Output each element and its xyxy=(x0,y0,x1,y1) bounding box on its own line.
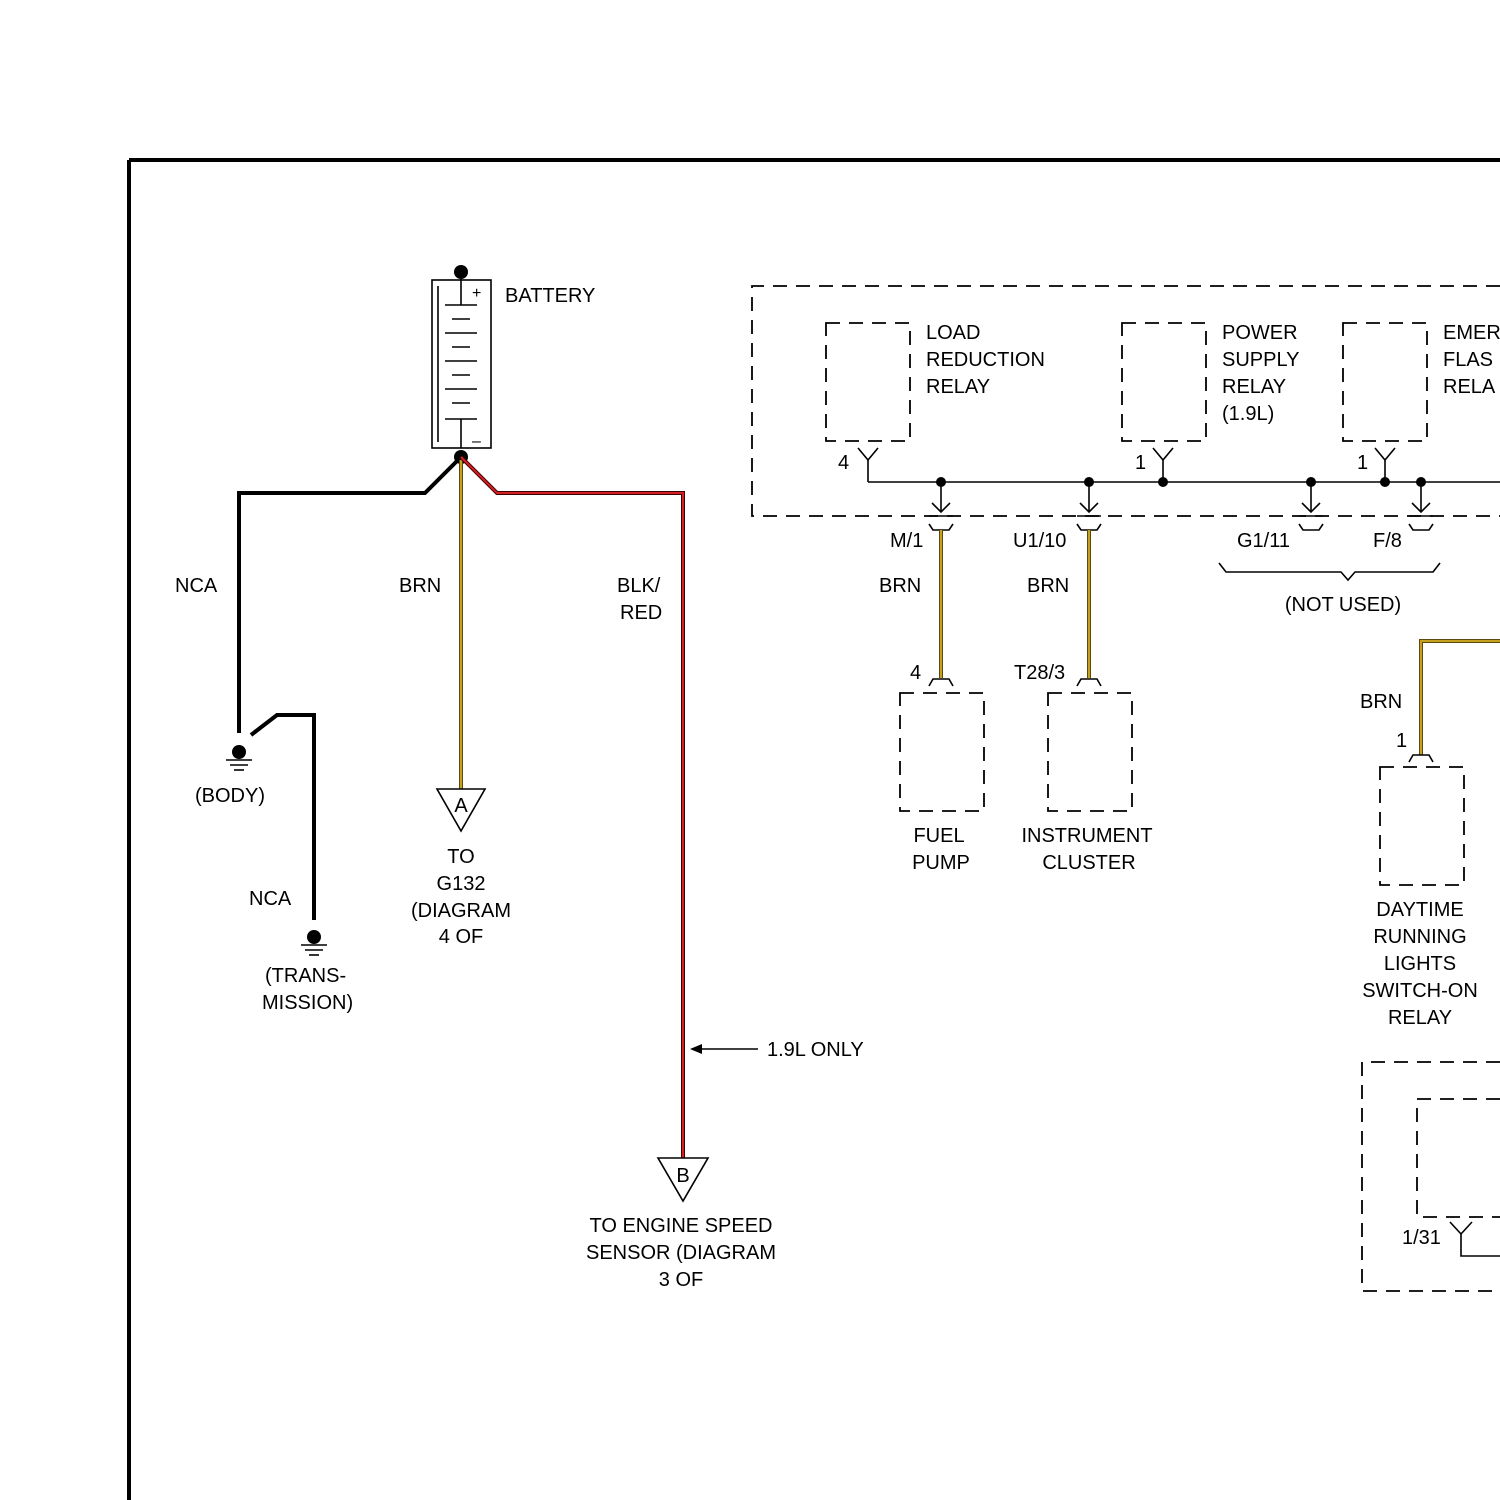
bottom-module-terminal xyxy=(1450,1222,1500,1256)
bottom-module-inner-box xyxy=(1417,1099,1500,1217)
connector-a-letter: A xyxy=(454,795,468,817)
drl-relay-label-4: SWITCH-ON xyxy=(1362,980,1478,1002)
bottom-module-pin: 1/31 xyxy=(1402,1227,1441,1249)
battery-symbol: + – xyxy=(432,265,491,450)
terminal-g1-11-label: G1/11 xyxy=(1237,530,1290,552)
power-supply-relay-terminal xyxy=(1153,448,1173,487)
connector-a-text-1: TO xyxy=(447,846,474,868)
fuel-pump-label-1: FUEL xyxy=(913,825,964,847)
fuel-pump-pin: 4 xyxy=(910,662,921,684)
emergency-flasher-relay-box xyxy=(1343,323,1427,441)
connector-b-text-3: 3 OF xyxy=(659,1269,703,1291)
brn-wire-drl-relay xyxy=(1421,641,1500,755)
drl-relay-label-1: DAYTIME xyxy=(1376,899,1463,921)
ground-transmission-label-line-1: (TRANS- xyxy=(265,965,346,987)
connector-b-text-1: TO ENGINE SPEED xyxy=(589,1215,772,1237)
drl-relay-pin: 1 xyxy=(1396,730,1407,752)
emergency-flasher-relay-label-1: EMER xyxy=(1443,322,1500,344)
ground-symbol-body xyxy=(226,745,252,770)
terminal-m1-label: M/1 xyxy=(890,530,923,552)
power-supply-relay-label-1: POWER xyxy=(1222,322,1298,344)
terminal-u1-10-connector xyxy=(1077,477,1101,530)
not-used-label: (NOT USED) xyxy=(1285,594,1401,616)
load-reduction-relay-label-3: RELAY xyxy=(926,376,990,398)
connector-b-letter: B xyxy=(676,1165,689,1187)
not-used-bracket xyxy=(1219,563,1440,580)
battery-plus-sign: + xyxy=(472,285,481,302)
blk-red-wire-color-line-1: BLK/ xyxy=(617,575,661,597)
terminal-u1-10-label: U1/10 xyxy=(1013,530,1066,552)
blk-red-wire-to-engine-speed-sensor xyxy=(461,457,683,1160)
drl-relay-box xyxy=(1380,767,1464,885)
emergency-flasher-relay-label-3: RELA xyxy=(1443,376,1496,398)
arrow-icon xyxy=(690,1044,758,1054)
brn-wire-to-g132-color: BRN xyxy=(399,575,441,597)
drl-relay-label-2: RUNNING xyxy=(1373,926,1466,948)
load-reduction-relay-box xyxy=(826,323,910,441)
emergency-flasher-relay-label-2: FLAS xyxy=(1443,349,1493,371)
battery-label: BATTERY xyxy=(505,285,595,307)
instrument-cluster-label-1: INSTRUMENT xyxy=(1021,825,1152,847)
ground-wire-body-color: NCA xyxy=(175,575,218,597)
ground-symbol-transmission xyxy=(301,930,327,955)
brn-wire-instrument-cluster-color: BRN xyxy=(1027,575,1069,597)
ground-transmission-label-line-2: MISSION) xyxy=(262,992,353,1014)
terminal-f8-connector xyxy=(1409,477,1433,530)
power-supply-relay-label-4: (1.9L) xyxy=(1222,403,1274,425)
blk-red-wire-color-line-2: RED xyxy=(620,602,662,624)
terminal-f8-label: F/8 xyxy=(1373,530,1402,552)
connector-a-text-4: 4 OF xyxy=(439,926,483,948)
load-reduction-relay-pin: 4 xyxy=(838,452,849,474)
connector-a-text-3: (DIAGRAM xyxy=(411,900,511,922)
drl-relay-label-3: LIGHTS xyxy=(1384,953,1456,975)
ground-body-label: (BODY) xyxy=(195,785,265,807)
terminal-m1-connector xyxy=(929,477,953,530)
instrument-cluster-terminal xyxy=(1077,679,1101,686)
load-reduction-relay-label-2: REDUCTION xyxy=(926,349,1045,371)
brn-wire-fuel-pump-color: BRN xyxy=(879,575,921,597)
drl-relay-label-5: RELAY xyxy=(1388,1007,1452,1029)
instrument-cluster-pin: T28/3 xyxy=(1014,662,1065,684)
power-supply-relay-box xyxy=(1122,323,1206,441)
power-supply-relay-pin: 1 xyxy=(1135,452,1146,474)
ground-wire-transmission-color: NCA xyxy=(249,888,292,910)
battery-minus-sign: – xyxy=(472,433,481,450)
connector-a-text-2: G132 xyxy=(437,873,486,895)
load-reduction-relay-label-1: LOAD xyxy=(926,322,980,344)
emergency-flasher-relay-terminal xyxy=(1375,448,1395,487)
emergency-flasher-relay-pin: 1 xyxy=(1357,452,1368,474)
power-supply-relay-label-3: RELAY xyxy=(1222,376,1286,398)
brn-wire-drl-relay-color: BRN xyxy=(1360,691,1402,713)
terminal-g1-11-connector xyxy=(1299,477,1323,530)
instrument-cluster-box xyxy=(1048,693,1132,811)
drl-relay-terminal xyxy=(1409,755,1433,762)
fuel-pump-terminal xyxy=(929,679,953,686)
instrument-cluster-label-2: CLUSTER xyxy=(1042,852,1135,874)
load-reduction-relay-terminal xyxy=(858,448,878,482)
fuel-pump-label-2: PUMP xyxy=(912,852,970,874)
connector-b-text-2: SENSOR (DIAGRAM xyxy=(586,1242,776,1264)
power-supply-relay-label-2: SUPPLY xyxy=(1222,349,1299,371)
engine-variant-note: 1.9L ONLY xyxy=(767,1039,864,1061)
fuel-pump-box xyxy=(900,693,984,811)
